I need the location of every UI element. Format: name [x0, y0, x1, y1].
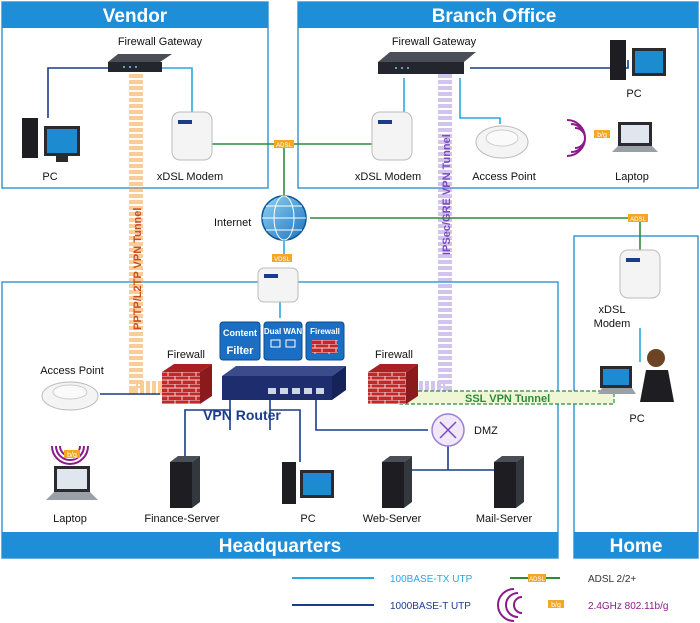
dmz-label: DMZ [474, 425, 498, 437]
legend: 100BASE-TX UTP 1000BASE-T UTP ADSL ADSL … [292, 574, 668, 622]
vpn-router-label: VPN Router [203, 407, 281, 423]
svg-text:ADSL: ADSL [630, 217, 646, 223]
vendor-pc-icon [22, 118, 80, 162]
mail-server-label: Mail-Server [476, 513, 533, 525]
home-modem-label-2: Modem [594, 318, 631, 330]
firewall-left-label: Firewall [167, 349, 205, 361]
branch-laptop-label: Laptop [615, 171, 649, 183]
home-modem-icon [619, 249, 661, 299]
adsl-badge-vendor-branch: ADSL [274, 140, 294, 149]
branch-title: Branch Office [432, 6, 557, 27]
branch-firewall-gateway [378, 52, 476, 74]
internet-globe-icon [261, 195, 307, 241]
hq-wifi-badge: b/g [67, 452, 77, 459]
legend-wifi-badge: b/g [551, 602, 561, 609]
svg-text:VDSL: VDSL [274, 257, 290, 263]
vendor-section: Vendor [1, 1, 269, 189]
vendor-gateway-label: Firewall Gateway [118, 36, 203, 48]
finance-server-label: Finance-Server [144, 513, 220, 525]
legend-wifi-label: 2.4GHz 802.11b/g [588, 601, 668, 612]
svg-text:Firewall: Firewall [310, 327, 340, 336]
branch-access-point-icon [475, 125, 529, 159]
hq-vdsl-modem-icon [257, 267, 299, 303]
vendor-title: Vendor [103, 6, 168, 27]
hq-title: Headquarters [219, 536, 342, 557]
svg-text:ADSL: ADSL [276, 143, 292, 149]
branch-modem-label: xDSL Modem [355, 171, 421, 183]
hq-laptop-icon [46, 466, 98, 500]
legend-wifi-icon [497, 588, 523, 622]
firewall-left-icon [162, 364, 212, 404]
hq-section: Headquarters [1, 281, 559, 559]
hq-pc-icon [282, 462, 334, 504]
vendor-pc-label: PC [42, 171, 57, 183]
home-title: Home [610, 536, 663, 557]
branch-pc-icon [610, 40, 666, 80]
hq-laptop-label: Laptop [53, 513, 87, 525]
branch-wifi-badge: b/g [597, 132, 607, 139]
home-modem-label-1: xDSL [599, 304, 626, 316]
pptp-tunnel-label: PPTP/L2TP VPN Tunnel [132, 208, 144, 330]
web-server-icon [382, 456, 412, 508]
branch-laptop-icon [612, 122, 658, 152]
vendor-firewall-gateway [108, 54, 172, 72]
firewall-right-icon [368, 364, 418, 404]
hq-ap-label: Access Point [40, 365, 104, 377]
svg-text:Filter: Filter [227, 345, 255, 357]
hq-access-point-icon [41, 381, 99, 411]
ssl-tunnel-label: SSL VPN Tunnel [465, 393, 550, 405]
vendor-modem-label: xDSL Modem [157, 171, 223, 183]
vdsl-badge: VDSL [272, 254, 292, 263]
hq-wifi-icon: b/g [51, 445, 89, 465]
web-server-label: Web-Server [363, 513, 422, 525]
internet-label: Internet [214, 217, 251, 229]
home-user-pc-icon [598, 349, 674, 402]
finance-server-icon [170, 456, 200, 508]
branch-gateway-label: Firewall Gateway [392, 36, 477, 48]
adsl-badge-home: ADSL [628, 214, 648, 223]
hq-pc-label: PC [300, 513, 315, 525]
dual-wan-badge: Dual WAN [263, 321, 303, 361]
branch-modem-icon [371, 111, 413, 161]
legend-1000-label: 1000BASE-T UTP [390, 601, 471, 612]
firewall-feature-badge: Firewall [305, 321, 345, 361]
branch-wifi-icon: b/g [566, 119, 610, 157]
vendor-modem-icon [171, 111, 213, 161]
content-filter-badge: Content Filter [219, 321, 261, 361]
dmz-switch-icon [431, 413, 465, 447]
ipsec-tunnel-label: IPSec/GRE VPN Tunnel [441, 134, 453, 255]
legend-adsl-badge: ADSL [529, 577, 545, 583]
vpn-router-icon [222, 366, 346, 400]
svg-text:Dual WAN: Dual WAN [264, 327, 302, 336]
home-pc-label: PC [629, 413, 644, 425]
branch-ap-label: Access Point [472, 171, 536, 183]
branch-pc-label: PC [626, 88, 641, 100]
firewall-right-label: Firewall [375, 349, 413, 361]
legend-100-label: 100BASE-TX UTP [390, 574, 473, 585]
legend-adsl-label: ADSL 2/2+ [588, 574, 636, 585]
mail-server-icon [494, 456, 524, 508]
svg-text:Content: Content [223, 328, 257, 338]
branch-section: Branch Office [297, 1, 699, 189]
